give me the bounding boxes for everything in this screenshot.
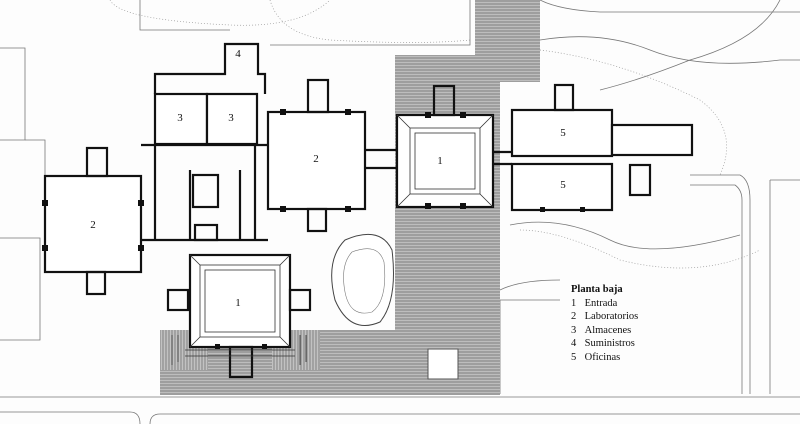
room-label-oficinas-bottom: 5 bbox=[560, 179, 566, 191]
legend-num: 2 bbox=[571, 311, 577, 322]
legend-item: 2 Laboratorios bbox=[571, 310, 638, 324]
legend-label: Oficinas bbox=[584, 351, 621, 363]
room-label-lab-center: 2 bbox=[313, 153, 319, 165]
legend-num: 1 bbox=[571, 297, 577, 309]
room-label-suministros: 4 bbox=[235, 48, 241, 60]
legend: Planta baja 1 Entrada 2 Laboratorios 3 A… bbox=[571, 283, 638, 364]
legend-item: 1 Entrada bbox=[571, 297, 638, 311]
legend-label: Almacenes bbox=[584, 324, 632, 336]
legend-item: 5 Oficinas bbox=[571, 351, 638, 365]
room-label-entrada-bottom: 1 bbox=[235, 297, 241, 309]
legend-label: Laboratorios bbox=[584, 311, 639, 322]
legend-label: Suministros bbox=[584, 338, 635, 349]
room-label-almacen-b: 3 bbox=[228, 112, 234, 124]
room-label-entrada-center: 1 bbox=[437, 155, 443, 167]
legend-label: Entrada bbox=[584, 297, 618, 309]
room-label-oficinas-top: 5 bbox=[560, 127, 566, 139]
room-label-almacen-a: 3 bbox=[177, 112, 183, 124]
room-label-lab-left: 2 bbox=[90, 219, 96, 231]
roof-lines bbox=[171, 114, 494, 365]
legend-item: 3 Almacenes bbox=[571, 324, 638, 338]
legend-num: 5 bbox=[571, 351, 577, 363]
columns bbox=[42, 109, 585, 349]
planting-dots bbox=[109, 0, 761, 269]
legend-title: Planta baja bbox=[571, 284, 623, 295]
legend-item: 4 Suministros bbox=[571, 337, 638, 351]
legend-num: 3 bbox=[571, 324, 577, 336]
pond bbox=[331, 233, 394, 326]
legend-num: 4 bbox=[571, 338, 577, 349]
